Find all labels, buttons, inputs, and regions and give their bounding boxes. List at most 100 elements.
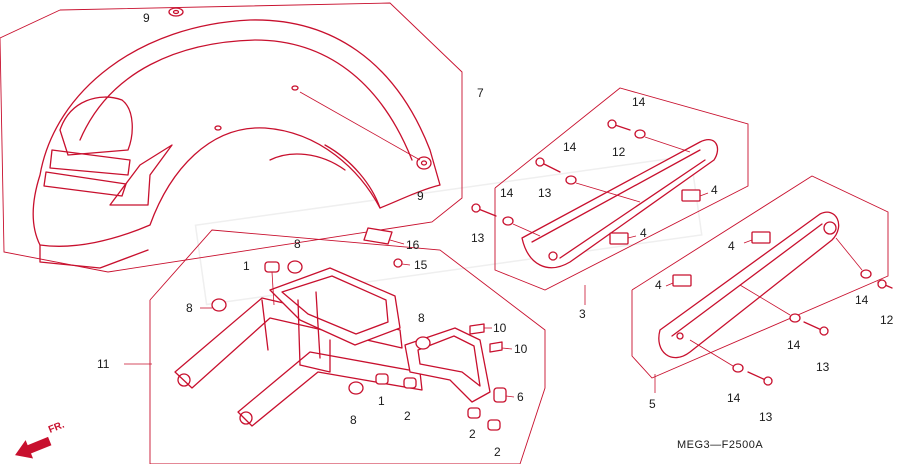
callout-label: 13 — [816, 360, 830, 374]
grommet-6 — [493, 387, 507, 403]
callout-label: 14 — [855, 293, 869, 307]
bolt-12-upper-head — [607, 119, 617, 129]
rear-fender-group — [0, 2, 463, 273]
callout-label: 14 — [727, 391, 741, 405]
leader-line — [835, 237, 863, 271]
leader-line — [627, 235, 637, 239]
callout-label: 4 — [640, 226, 647, 240]
callout-label: 2 — [404, 409, 411, 423]
fender-emblem — [109, 144, 173, 206]
washer-14-bottom — [732, 363, 744, 373]
frame-top-loop — [269, 267, 401, 346]
callout-label: 13 — [538, 186, 552, 200]
washer-14-mid-right — [789, 313, 801, 323]
chain-cover-5 — [658, 211, 840, 359]
cover5-group-frame — [631, 175, 889, 379]
callout-label: 1 — [243, 259, 250, 273]
clip-10-lower — [489, 341, 503, 353]
callout-layer: 9791615188881110106122231412141314134444… — [97, 11, 894, 459]
nut-8-left — [211, 298, 227, 312]
callout-label: 4 — [728, 239, 735, 253]
collar-2 — [487, 419, 501, 431]
fender-inner-edge — [324, 144, 381, 209]
leader-line — [512, 223, 541, 237]
frame-side-bracket-inner — [417, 335, 481, 387]
callout-label: 14 — [500, 186, 514, 200]
collar-2 — [375, 373, 389, 385]
taillight-housing — [59, 96, 133, 156]
callout-label: 7 — [477, 86, 484, 100]
chain-cover-5-hole — [823, 221, 837, 235]
rubber-block-4 — [609, 232, 629, 245]
bolt-12-lower-head — [877, 279, 887, 289]
leader-line — [644, 136, 691, 153]
callout-label: 13 — [471, 231, 485, 245]
leader-line — [389, 239, 405, 245]
chain-cover-5-rib — [671, 223, 823, 337]
callout-label: 10 — [514, 342, 528, 356]
callout-label: 14 — [632, 95, 646, 109]
callout-label: 15 — [414, 258, 428, 272]
leader-line — [739, 284, 791, 316]
callout-label: 8 — [294, 237, 301, 251]
washer-14-lower — [502, 216, 514, 226]
front-label: FR. — [47, 419, 66, 435]
callout-label: 1 — [378, 394, 385, 408]
frame-mount-hole — [239, 411, 253, 425]
chain-cover-5-hole — [676, 332, 684, 340]
callout-label: 2 — [469, 427, 476, 441]
bolt-13-upper-head — [535, 157, 545, 167]
fender-skirt — [39, 244, 149, 269]
frame-group-frame — [149, 229, 546, 464]
clip-16 — [363, 227, 393, 245]
bolt-13-mid-right-head — [819, 326, 829, 336]
collar-2 — [467, 407, 481, 419]
license-bracket — [43, 171, 127, 197]
chain-cover-3-ribs — [531, 149, 706, 259]
chain-cover-upper-group — [471, 87, 749, 305]
callout-label: 8 — [186, 301, 193, 315]
callout-label: 10 — [493, 321, 507, 335]
washer-14-mid — [565, 175, 577, 185]
frame-bracket — [299, 339, 331, 373]
bolt-13-lower-head — [471, 203, 481, 213]
watermark — [194, 154, 703, 306]
frame-right-arm — [237, 351, 423, 427]
rear-fender-frame-group — [124, 229, 546, 464]
callout-label: 4 — [711, 183, 718, 197]
fender-bolt-hole — [214, 125, 222, 131]
callout-label: 8 — [350, 413, 357, 427]
callout-label: 9 — [417, 189, 424, 203]
leader-line — [401, 263, 411, 266]
fender-bolt-hole — [291, 85, 299, 91]
washer-9-top-hole — [172, 9, 180, 15]
clip-10-upper — [469, 323, 485, 335]
cover3-group-frame — [494, 87, 749, 291]
bolt-13-bottom-head — [763, 376, 773, 386]
leader-line — [575, 182, 641, 203]
callout-label: 12 — [612, 145, 626, 159]
chain-cover-3 — [521, 139, 719, 269]
washer-9-right — [416, 156, 432, 170]
fender-cutout — [269, 153, 346, 171]
screw-15 — [393, 258, 403, 268]
leader-line — [501, 347, 513, 350]
callout-label: 11 — [97, 357, 110, 371]
callout-label: 14 — [787, 338, 801, 352]
callout-label: 5 — [649, 397, 656, 411]
diagram-code: MEG3—F2500A — [677, 439, 763, 451]
nut-8-top — [287, 260, 303, 274]
washer-9-right-hole — [420, 160, 428, 166]
callout-label: 14 — [563, 140, 577, 154]
frame-mount-hole — [177, 373, 191, 387]
collar-2 — [403, 377, 417, 389]
washer-14-right — [860, 269, 872, 279]
frame-straps — [261, 291, 321, 366]
leader-line — [699, 192, 709, 197]
frame-loop-inner — [281, 275, 389, 335]
washer-14-upper — [634, 129, 646, 139]
callout-label: 9 — [143, 11, 150, 25]
fender-rib — [79, 39, 413, 161]
nut-8-right — [415, 336, 431, 350]
